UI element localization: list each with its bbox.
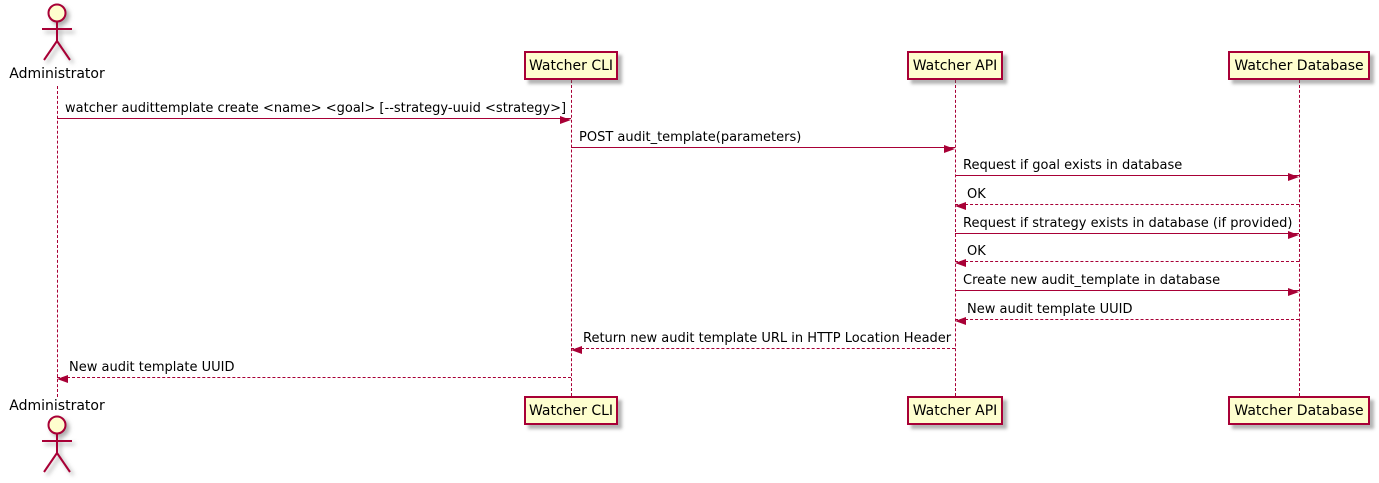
arrow-line	[955, 175, 1299, 176]
arrowhead-left-icon	[571, 346, 582, 354]
participant-label: Watcher Database	[1234, 57, 1364, 74]
arrowhead-right-icon	[1288, 288, 1299, 296]
arrowhead-left-icon	[955, 259, 966, 267]
participant-box-watcher-api-bottom: Watcher API	[907, 396, 1003, 425]
message-ok-strategy: OK	[955, 243, 1299, 267]
arrowhead-right-icon	[1288, 173, 1299, 181]
participant-label: Watcher CLI	[528, 402, 614, 419]
message-label: New audit template UUID	[69, 360, 235, 375]
message-label: Request if goal exists in database	[963, 158, 1183, 173]
lifeline-administrator	[57, 86, 58, 397]
message-new-uuid-from-db: New audit template UUID	[955, 301, 1299, 325]
message-label: New audit template UUID	[967, 302, 1133, 317]
participant-label: Watcher Database	[1234, 402, 1364, 419]
actor-administrator-top: Administrator	[0, 3, 114, 83]
participant-box-watcher-cli-bottom: Watcher CLI	[524, 396, 618, 425]
actor-stick-figure-icon	[42, 3, 72, 61]
message-label: Request if strategy exists in database (…	[963, 216, 1293, 231]
arrow-line	[57, 377, 571, 378]
participant-box-watcher-database-bottom: Watcher Database	[1228, 396, 1370, 425]
arrow-line	[955, 204, 1299, 205]
message-label: POST audit_template(parameters)	[579, 130, 802, 145]
arrowhead-left-icon	[57, 375, 68, 383]
message-return-url-location-header: Return new audit template URL in HTTP Lo…	[571, 330, 955, 354]
message-ok-goal: OK	[955, 186, 1299, 210]
arrow-line	[955, 319, 1299, 320]
actor-label: Administrator	[9, 66, 105, 82]
participant-label: Watcher CLI	[528, 57, 614, 74]
arrowhead-right-icon	[1288, 231, 1299, 239]
participant-box-watcher-cli-top: Watcher CLI	[524, 51, 618, 80]
arrow-line	[57, 118, 571, 119]
arrow-line	[955, 261, 1299, 262]
arrow-line	[955, 290, 1299, 291]
participant-box-watcher-database-top: Watcher Database	[1228, 51, 1370, 80]
message-label: Return new audit template URL in HTTP Lo…	[583, 331, 952, 346]
actor-stick-figure-icon	[42, 415, 72, 473]
message-label: OK	[967, 244, 986, 259]
arrow-line	[955, 233, 1299, 234]
arrowhead-left-icon	[955, 317, 966, 325]
message-label: Create new audit_template in database	[963, 273, 1221, 288]
message-request-strategy-exists: Request if strategy exists in database (…	[955, 215, 1299, 239]
actor-administrator-bottom: Administrator	[0, 397, 114, 477]
message-create-audittemplate: watcher audittemplate create <name> <goa…	[57, 100, 571, 124]
participant-label: Watcher API	[912, 57, 998, 74]
arrowhead-right-icon	[560, 116, 571, 124]
message-request-goal-exists: Request if goal exists in database	[955, 157, 1299, 181]
lifeline-watcher-database	[1299, 80, 1300, 396]
message-new-uuid-to-admin: New audit template UUID	[57, 359, 571, 383]
message-label: watcher audittemplate create <name> <goa…	[65, 101, 567, 116]
message-create-in-database: Create new audit_template in database	[955, 272, 1299, 296]
participant-box-watcher-api-top: Watcher API	[907, 51, 1003, 80]
actor-label: Administrator	[9, 398, 105, 414]
lifeline-watcher-api	[955, 80, 956, 396]
message-label: OK	[967, 187, 986, 202]
participant-label: Watcher API	[912, 402, 998, 419]
arrow-line	[571, 147, 955, 148]
arrowhead-right-icon	[944, 145, 955, 153]
arrowhead-left-icon	[955, 202, 966, 210]
arrow-line	[571, 348, 955, 349]
message-post-audit-template: POST audit_template(parameters)	[571, 129, 955, 153]
lifeline-watcher-cli	[571, 80, 572, 396]
